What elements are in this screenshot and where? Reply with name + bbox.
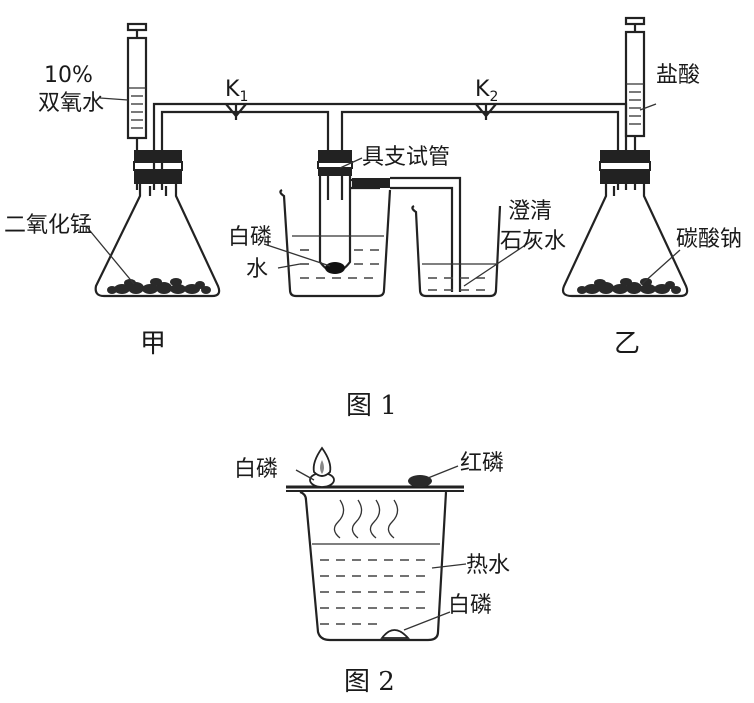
valve-k1 xyxy=(225,103,247,120)
label-hydrochloric-acid: 盐酸 xyxy=(656,63,700,88)
label-water: 水 xyxy=(246,257,268,282)
label-concentration: 10% xyxy=(44,63,93,88)
label-hot-water: 热水 xyxy=(466,553,510,578)
label-manganese-dioxide: 二氧化锰 xyxy=(4,213,92,238)
sodium-carbonate-solid xyxy=(577,278,681,294)
red-phosphorus-blob xyxy=(408,475,432,487)
beaker-hot-water xyxy=(299,490,448,642)
label-white-phosphorus-top: 白磷 xyxy=(234,457,278,482)
label-limewater-line1: 澄清 xyxy=(508,199,552,224)
leader-lines-fig1 xyxy=(85,97,681,287)
label-hydrogen-peroxide: 双氧水 xyxy=(38,91,104,116)
beaker-water xyxy=(279,189,392,298)
delivery-tube xyxy=(390,176,462,292)
flame-on-white-phosphorus xyxy=(309,446,335,488)
label-valve-k1: K1 xyxy=(225,77,248,105)
manganese-dioxide-solid xyxy=(107,278,211,294)
branch-test-tube xyxy=(317,150,390,274)
caption-figure1: 图 1 xyxy=(346,391,397,421)
white-phosphorus-blob xyxy=(325,262,345,274)
label-flask-yi: 乙 xyxy=(614,329,640,359)
label-sodium-carbonate: 碳酸钠 xyxy=(676,227,742,252)
label-red-phosphorus: 红磷 xyxy=(460,451,504,476)
valve-k2 xyxy=(475,103,497,120)
leader-lines-fig2 xyxy=(295,465,467,631)
white-phosphorus-underwater xyxy=(380,629,410,639)
label-flask-jia: 甲 xyxy=(140,329,166,359)
label-white-phosphorus-bottom: 白磷 xyxy=(448,593,492,618)
flask-jia xyxy=(94,150,221,298)
label-branch-test-tube: 具支试管 xyxy=(362,145,450,170)
flask-yi xyxy=(561,150,689,298)
label-limewater-line2: 石灰水 xyxy=(500,229,566,254)
copper-plate xyxy=(286,485,464,492)
label-valve-k2: K2 xyxy=(475,77,498,105)
label-white-phosphorus: 白磷 xyxy=(228,225,272,250)
beaker-limewater xyxy=(411,205,502,298)
caption-figure2: 图 2 xyxy=(344,667,395,697)
